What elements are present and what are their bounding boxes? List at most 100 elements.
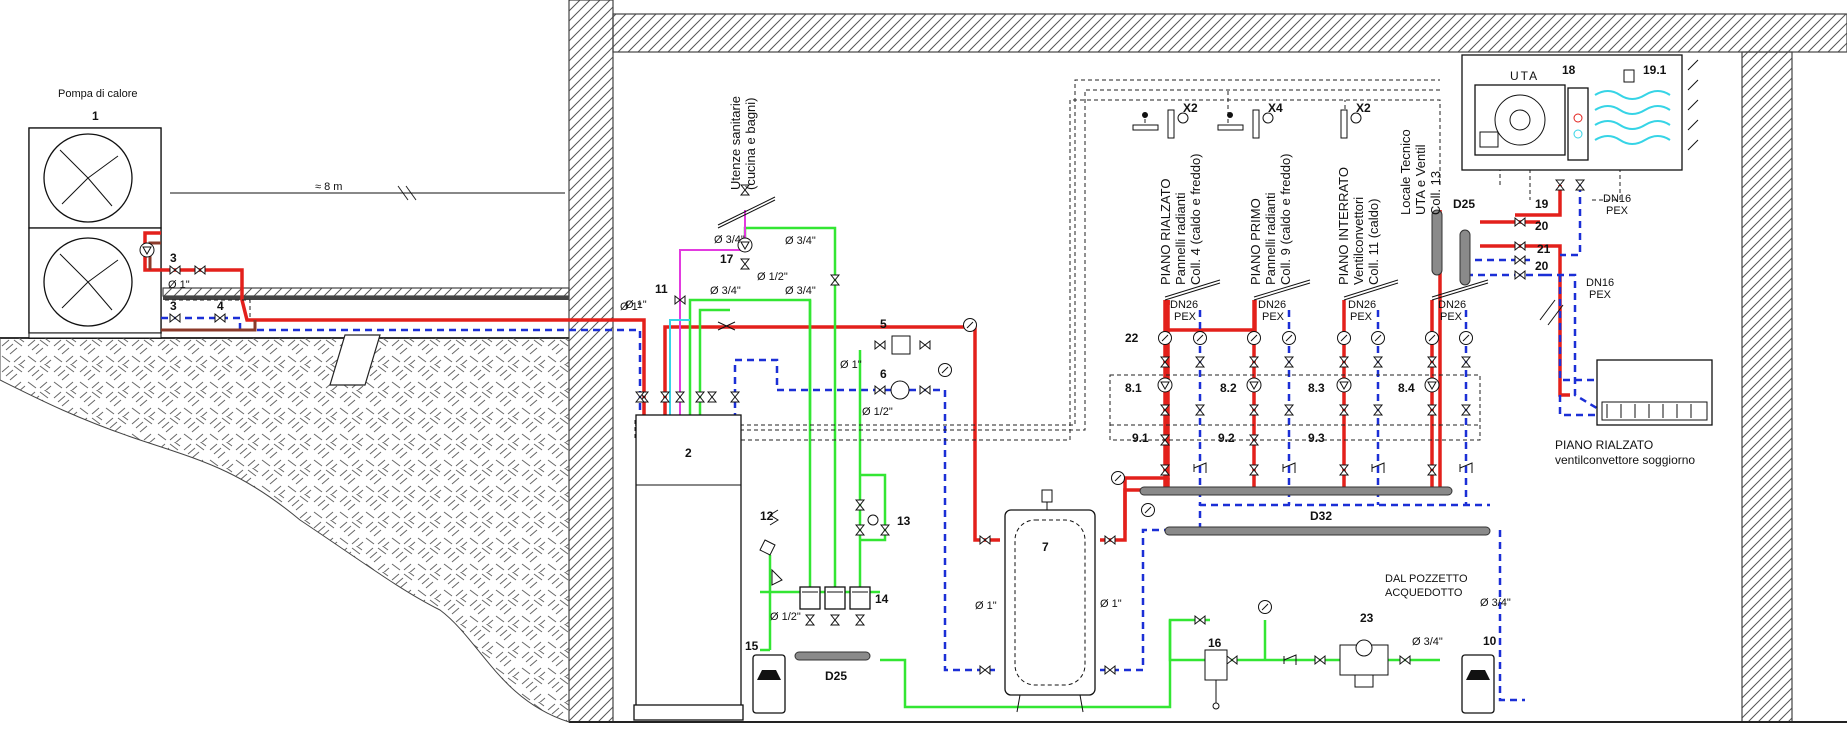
zone3-thermostat-label: X2 <box>1356 101 1371 115</box>
zone-labels: PIANO RIALZATO Pannelli radianti Coll. 4… <box>728 96 1443 285</box>
zone1-line2: Pannelli radianti <box>1173 192 1188 285</box>
zone1-thermostat-label: X2 <box>1183 101 1198 115</box>
pipes-brown <box>148 241 257 332</box>
label-3-bottom: 3 <box>170 299 177 313</box>
heat-pump-title: Pompa di calore <box>58 88 138 100</box>
label-7: 7 <box>1042 540 1049 554</box>
label-2: 2 <box>685 446 692 460</box>
ground-sleeve <box>329 185 417 386</box>
fancoil-label-2: ventilconvettore soggiorno <box>1555 453 1695 467</box>
dim-d34c: Ø 3/4" <box>710 285 741 297</box>
water-softeners: 15 10 <box>745 634 1497 714</box>
dim-d12c: Ø 1/2" <box>770 611 801 623</box>
heat-pump-number: 1 <box>92 109 99 123</box>
collectors: D32 D25 D25 <box>794 197 1491 683</box>
spec-dn26-2: DN26 <box>1258 299 1286 311</box>
spec-dn16-1: DN16 <box>1603 193 1631 205</box>
dim-d34d: Ø 3/4" <box>785 285 816 297</box>
zone1-line3: Coll. 4 (caldo e freddo) <box>1188 153 1203 285</box>
sanitary-line2: (cucina e bagni) <box>743 98 758 191</box>
zone4-line3: Coll. 13 <box>1428 171 1443 215</box>
label-9-3: 9.3 <box>1308 431 1325 445</box>
zone2-line2: Pannelli radianti <box>1263 192 1278 285</box>
control-wiring <box>165 70 1621 441</box>
label-15: 15 <box>745 639 759 653</box>
dim-d34e: Ø 3/4" <box>1412 636 1443 648</box>
label-9-1: 9.1 <box>1132 431 1149 445</box>
spec-pex-1: PEX <box>1174 311 1197 323</box>
label-10: 10 <box>1483 634 1497 648</box>
label-20-bottom: 20 <box>1535 259 1549 273</box>
dim-d34: Ø 3/4" <box>714 234 745 246</box>
label-19: 19 <box>1535 197 1549 211</box>
zone4-line1: Locale Tecnico <box>1398 129 1413 215</box>
uta-unit: UTA 18 19.1 19 20 21 20 <box>1461 54 1699 273</box>
zone4-line2: UTA e Ventil <box>1413 144 1428 215</box>
aqueduct-line1: DAL POZZETTO <box>1385 573 1468 585</box>
dim-d12: Ø 1/2" <box>757 271 788 283</box>
zone1-line1: PIANO RIALZATO <box>1158 179 1173 285</box>
ground-soil <box>0 337 570 723</box>
label-11: 11 <box>655 282 668 296</box>
aqueduct-line2: ACQUEDOTTO <box>1385 587 1463 599</box>
dim-d34b: Ø 3/4" <box>785 235 816 247</box>
uta-title: UTA <box>1510 69 1539 83</box>
aqueduct-label: DAL POZZETTO ACQUEDOTTO <box>1385 573 1468 599</box>
zone3-line3: Coll. 11 (caldo) <box>1366 199 1381 285</box>
collector-d32: D32 <box>1310 509 1332 523</box>
label-20-top: 20 <box>1535 219 1549 233</box>
diameter-labels: Ø 1" Ø 1" Ø 3/4" Ø 1/2" Ø 3/4" Ø 3/4" Ø … <box>168 234 1511 648</box>
label-8-3: 8.3 <box>1308 381 1325 395</box>
spec-dn26-4: DN26 <box>1438 299 1466 311</box>
zone3-line2: Ventilconvettori <box>1351 197 1366 285</box>
label-8-4: 8.4 <box>1398 381 1415 395</box>
buffer-tank-7: 7 <box>1004 489 1096 713</box>
dim-d1c: Ø 1" <box>840 359 862 371</box>
dim-d34f: Ø 3/4" <box>1480 597 1511 609</box>
label-23: 23 <box>1360 611 1374 625</box>
fancoil-unit: PIANO RIALZATO ventilconvettore soggiorn… <box>1555 359 1713 467</box>
spec-dn16-2: DN16 <box>1586 277 1614 289</box>
spec-dn26-3: DN26 <box>1348 299 1376 311</box>
thermostats: X2 X4 X2 <box>1132 101 1371 139</box>
dim-d1d: Ø 1" <box>975 600 997 612</box>
label-5: 5 <box>880 317 887 331</box>
label-6: 6 <box>880 367 887 381</box>
spec-dn26-1: DN26 <box>1170 299 1198 311</box>
label-13: 13 <box>897 514 911 528</box>
label-19-1: 19.1 <box>1643 63 1667 77</box>
pipes-green <box>688 226 1440 709</box>
label-14: 14 <box>875 592 889 606</box>
components: 3 3 4 17 11 5 6 <box>139 179 1585 710</box>
pipe-specs: DN26 PEX DN26 PEX DN26 PEX DN26 PEX DN16… <box>717 193 1631 323</box>
label-18: 18 <box>1562 63 1576 77</box>
spec-pex-3: PEX <box>1350 311 1373 323</box>
label-16: 16 <box>1208 636 1222 650</box>
spec-pex-2: PEX <box>1262 311 1285 323</box>
dim-d1f: Ø 1" <box>625 299 647 311</box>
sanitary-line1: Utenze sanitarie <box>728 96 743 190</box>
dim-d1: Ø 1" <box>168 279 190 291</box>
collector-d25-bottom: D25 <box>825 669 847 683</box>
label-9-2: 9.2 <box>1218 431 1235 445</box>
heat-pump: Pompa di calore 1 <box>28 88 162 339</box>
label-22: 22 <box>1125 331 1139 345</box>
label-17: 17 <box>720 252 734 266</box>
spec-pex-6: PEX <box>1589 289 1612 301</box>
label-4: 4 <box>217 299 224 313</box>
label-21: 21 <box>1537 242 1551 256</box>
spec-pex-5: PEX <box>1606 205 1629 217</box>
dim-d1e: Ø 1" <box>1100 598 1122 610</box>
spec-pex-4: PEX <box>1440 311 1463 323</box>
fancoil-label-1: PIANO RIALZATO <box>1555 438 1653 452</box>
label-8-2: 8.2 <box>1220 381 1237 395</box>
zone2-line1: PIANO PRIMO <box>1248 198 1263 285</box>
zone2-thermostat-label: X4 <box>1268 101 1283 115</box>
meters-14: 14 <box>799 586 889 610</box>
dim-d1b: Ø 1" <box>620 301 642 313</box>
dim-d12b: Ø 1/2" <box>862 406 893 418</box>
distance-label: ≈ 8 m <box>315 181 342 193</box>
zone3-line1: PIANO INTERRATO <box>1336 167 1351 285</box>
